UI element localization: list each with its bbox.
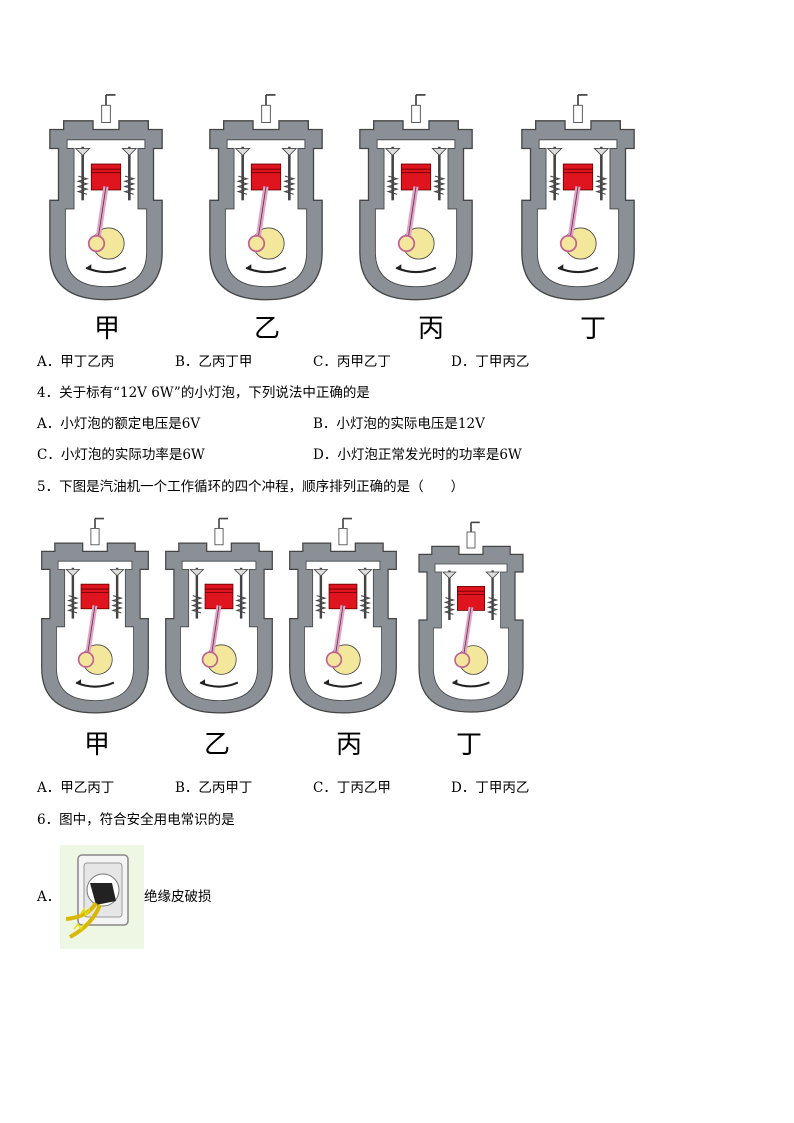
q4-stem: 4．关于标有“12V 6W”的小灯泡，下列说法中正确的是 <box>37 385 370 401</box>
engine-diagram-bing <box>346 88 486 304</box>
q3-option-a: A．甲丁乙丙 <box>37 354 115 370</box>
q6-option-a-text: 绝缘皮破损 <box>144 889 212 905</box>
q5-option-d: D．丁甲丙乙 <box>451 780 530 796</box>
q5-option-c: C．丁丙乙甲 <box>313 780 391 796</box>
damaged-plug-socket-image <box>60 845 144 949</box>
q6-option-a-letter: A． <box>37 889 61 905</box>
q5-option-b: B．乙丙甲丁 <box>175 780 253 796</box>
q5-caption-yi: 乙 <box>204 730 231 760</box>
q5-caption-bing: 丙 <box>336 730 363 760</box>
q3-caption-ding: 丁 <box>580 314 607 344</box>
q5-caption-ding: 丁 <box>456 730 483 760</box>
q4-option-a: A．小灯泡的额定电压是6V <box>37 416 201 432</box>
q5-stem: 5．下图是汽油机一个工作循环的四个冲程，顺序排列正确的是（ ） <box>37 479 465 495</box>
q5-caption-jia: 甲 <box>84 730 111 760</box>
q3-caption-bing: 丙 <box>418 314 445 344</box>
q3-option-d: D．丁甲丙乙 <box>451 354 530 370</box>
engine-diagram-yi <box>154 512 284 717</box>
engine-diagram-yi <box>196 88 336 304</box>
q3-caption-jia: 甲 <box>94 314 121 344</box>
q4-option-c: C．小灯泡的实际功率是6W <box>37 447 205 463</box>
q4-option-d: D．小灯泡正常发光时的功率是6W <box>313 447 522 463</box>
engine-diagram-jia <box>36 88 176 304</box>
engine-diagram-jia <box>30 512 160 717</box>
q3-option-c: C．丙甲乙丁 <box>313 354 391 370</box>
q6-stem: 6．图中，符合安全用电常识的是 <box>37 812 235 828</box>
q4-option-b: B．小灯泡的实际电压是12V <box>313 416 485 432</box>
engine-diagram-ding <box>508 88 648 304</box>
q3-option-b: B．乙丙丁甲 <box>175 354 253 370</box>
engine-diagram-ding <box>406 516 536 716</box>
q5-option-a: A．甲乙丙丁 <box>37 780 115 796</box>
engine-diagram-bing <box>278 512 408 717</box>
q3-caption-yi: 乙 <box>254 314 281 344</box>
